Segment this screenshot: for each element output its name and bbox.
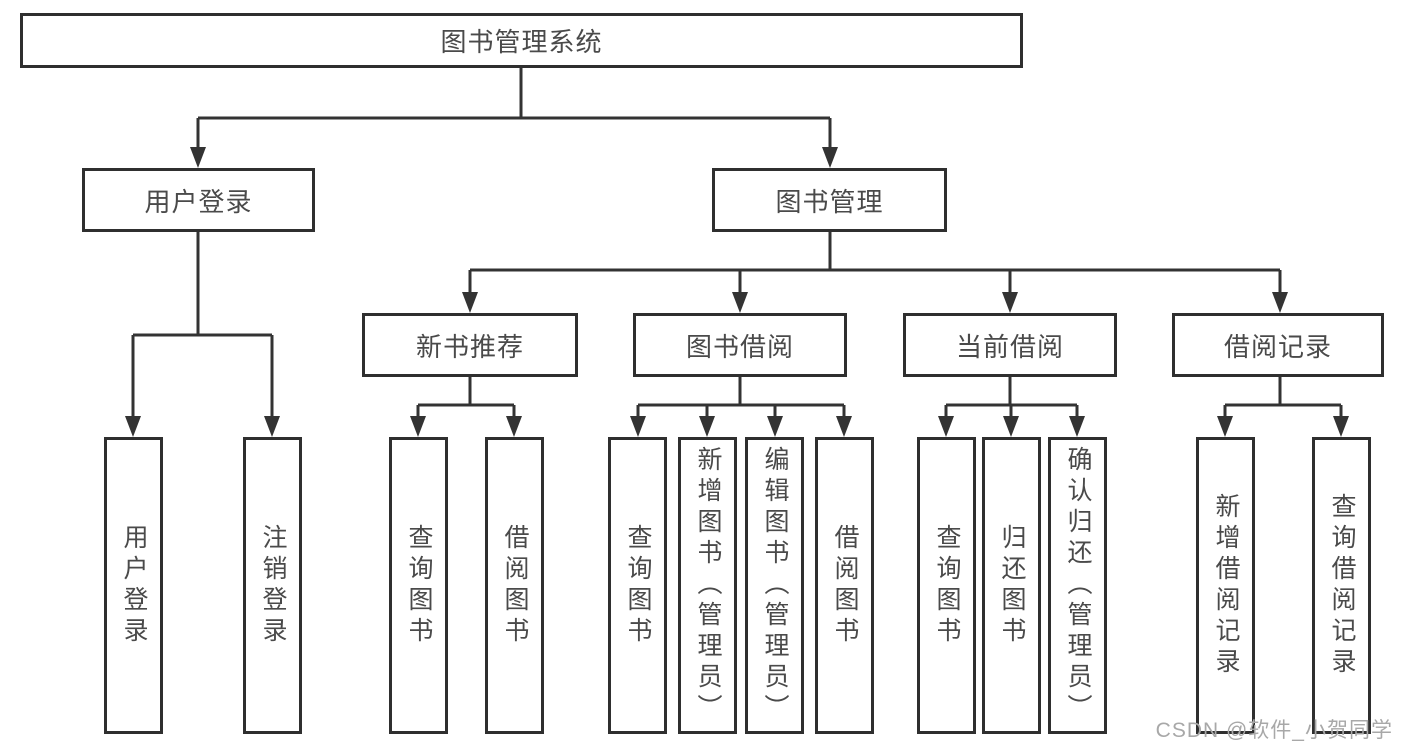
node-borrowing-records: 借阅记录	[1172, 313, 1384, 377]
leaf-confirm-return-admin: 确认归还（管理员）	[1048, 437, 1107, 734]
leaf-label: 编辑图书（管理员）	[761, 446, 789, 725]
leaf-edit-books-admin: 编辑图书（管理员）	[745, 437, 804, 734]
node-library-management-system: 图书管理系统	[20, 13, 1023, 68]
node-book-borrowing: 图书借阅	[633, 313, 847, 377]
leaf-label: 查询借阅记录	[1328, 492, 1356, 679]
leaf-label: 注销登录	[259, 523, 287, 648]
leaf-label: 借阅图书	[831, 523, 859, 648]
leaf-query-books-recommend: 查询图书	[389, 437, 448, 734]
leaf-user-login: 用户登录	[104, 437, 163, 734]
node-new-book-recommendation: 新书推荐	[362, 313, 578, 377]
leaf-label: 查询图书	[405, 523, 433, 648]
leaf-label: 确认归还（管理员）	[1064, 446, 1092, 725]
leaf-label: 新增图书（管理员）	[694, 446, 722, 725]
leaf-add-borrow-record: 新增借阅记录	[1196, 437, 1255, 734]
leaf-borrow-books-recommend: 借阅图书	[485, 437, 544, 734]
node-book-management-branch: 图书管理	[712, 168, 947, 232]
leaf-label: 新增借阅记录	[1212, 492, 1240, 679]
leaf-query-books-borrow: 查询图书	[608, 437, 667, 734]
leaf-add-books-admin: 新增图书（管理员）	[678, 437, 737, 734]
node-current-borrowing: 当前借阅	[903, 313, 1117, 377]
leaf-label: 查询图书	[624, 523, 652, 648]
leaf-borrow-books: 借阅图书	[815, 437, 874, 734]
leaf-query-borrow-record: 查询借阅记录	[1312, 437, 1371, 734]
leaf-label: 归还图书	[998, 523, 1026, 648]
leaf-return-books: 归还图书	[982, 437, 1041, 734]
csdn-watermark: CSDN @软件_小贺同学	[1155, 719, 1393, 742]
leaf-label: 查询图书	[933, 523, 961, 648]
leaf-label: 用户登录	[120, 523, 148, 648]
node-user-login-branch: 用户登录	[82, 168, 315, 232]
leaf-logout: 注销登录	[243, 437, 302, 734]
leaf-label: 借阅图书	[501, 523, 529, 648]
leaf-query-books-current: 查询图书	[917, 437, 976, 734]
